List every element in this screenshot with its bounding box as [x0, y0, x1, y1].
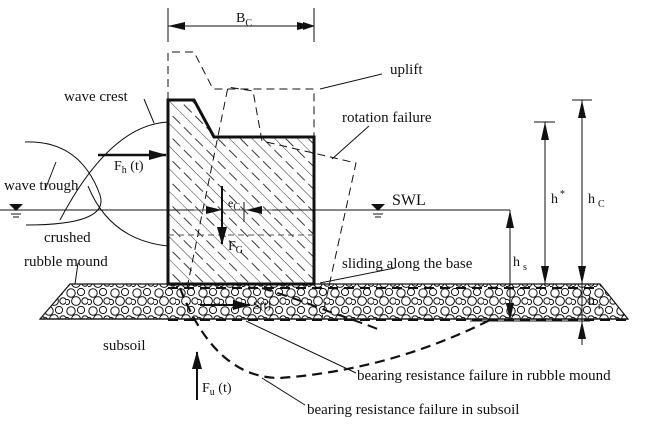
wave-crest-curve	[59, 121, 169, 221]
label-uplift: uplift	[390, 62, 423, 78]
label-wave-trough: wave trough	[4, 178, 79, 194]
wave-trough-leader	[44, 161, 57, 191]
label-wave-crest: wave crest	[64, 89, 129, 105]
label-bearing-rubble: bearing resistance failure in rubble mou…	[357, 368, 611, 384]
rotation-leader	[331, 125, 370, 160]
bearing-failure-subsoil-curve	[178, 287, 491, 380]
uplift-leader	[319, 73, 383, 90]
swl-symbol-left	[9, 204, 23, 218]
label-crushed: crushed	[44, 230, 91, 246]
label-rubble-mound: rubble mound	[24, 254, 108, 270]
bearing-rubble-leader	[245, 320, 357, 374]
sliding-leader	[319, 267, 396, 284]
wave-trough-curve	[24, 141, 102, 226]
ec-arrow-left	[206, 206, 222, 214]
rotation-failure-outline	[186, 86, 357, 319]
wave-crest-curve-lower	[87, 185, 169, 247]
bearing-failure-rubble-curve	[261, 287, 381, 331]
wave-crest-leader	[143, 98, 155, 124]
uplift-outline	[167, 51, 315, 137]
label-subsoil: subsoil	[103, 338, 146, 354]
bearing-subsoil-leader	[261, 377, 306, 406]
height-dimensions	[470, 99, 592, 345]
swl-symbol-right	[371, 204, 385, 218]
ec-arrow-right	[246, 206, 262, 214]
label-bearing-subsoil: bearing resistance failure in subsoil	[307, 402, 519, 418]
symbol-bc: BC	[236, 11, 252, 29]
symbol-fg: FG	[228, 239, 243, 256]
label-rotation-failure: rotation failure	[342, 110, 432, 126]
rubble-mound-leader	[74, 262, 79, 285]
label-swl: SWL	[392, 192, 426, 209]
symbol-fu: Fu (t)	[202, 381, 232, 398]
symbol-ec: eC	[228, 196, 240, 213]
symbol-fh: Fh (t)	[114, 159, 144, 176]
caisson	[166, 98, 316, 286]
symbol-s: S(t)	[253, 298, 271, 312]
label-sliding: sliding along the base	[342, 256, 473, 272]
rubble-mound	[38, 283, 630, 320]
symbol-hstar: h*	[551, 189, 565, 207]
